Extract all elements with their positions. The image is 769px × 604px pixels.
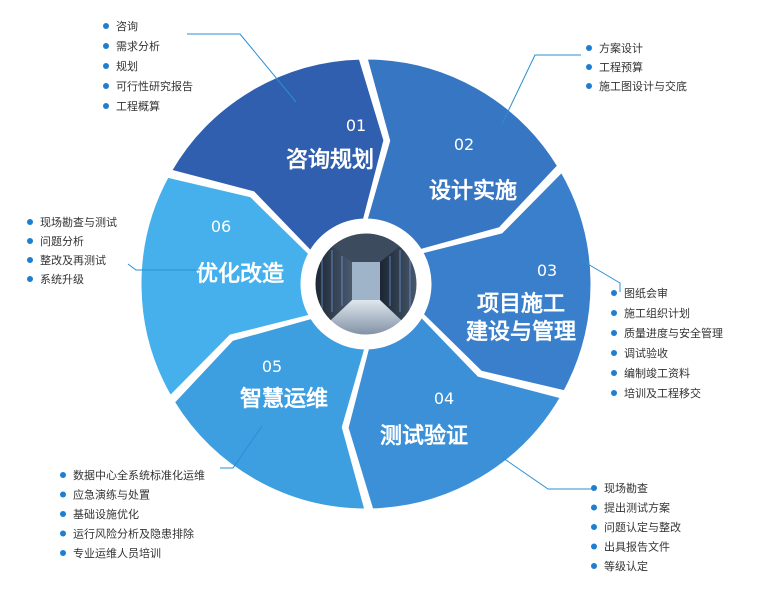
leader-line-02	[501, 54, 581, 125]
list-item: 问题认定与整改	[604, 520, 681, 534]
leader-line-01	[187, 33, 297, 103]
list-item: 质量进度与安全管理	[624, 326, 723, 340]
segment-06-label: 06 优化改造	[196, 217, 284, 287]
list-item: 需求分析	[116, 39, 160, 53]
bullet-dot-icon	[27, 257, 33, 263]
segment-06-shape	[138, 174, 313, 400]
segment-05-shape	[171, 315, 368, 512]
leader-line-05	[220, 425, 263, 469]
list-item: 系统升级	[40, 273, 84, 286]
list-item: 施工组织计划	[624, 306, 690, 320]
bullet-dot-icon	[103, 83, 109, 89]
leader-line-04	[502, 457, 592, 490]
list-item: 编制竣工资料	[624, 366, 690, 380]
bullet-dot-icon	[591, 485, 597, 491]
list-item: 基础设施优化	[73, 507, 139, 521]
bullet-dot-icon	[103, 63, 109, 69]
bullet-dot-icon	[591, 563, 597, 569]
segment-04-label: 04 测试验证	[380, 389, 468, 449]
segment-04-number: 04	[434, 389, 454, 408]
segment-06-title: 优化改造	[196, 261, 284, 287]
list-item: 运行风险分析及隐患排除	[73, 527, 194, 541]
bullet-dot-icon	[611, 290, 617, 296]
bullet-dot-icon	[611, 390, 617, 396]
segment-01-title: 咨询规划	[286, 147, 374, 173]
bullet-dot-icon	[611, 310, 617, 316]
ring	[138, 56, 594, 512]
bullet-dot-icon	[103, 103, 109, 109]
list-item: 现场勘查与测试	[40, 215, 117, 229]
bullet-dot-icon	[60, 491, 66, 498]
segment-05-label: 05 智慧运维	[240, 357, 328, 412]
list-item: 工程预算	[599, 60, 643, 74]
segment-04-shape	[345, 313, 565, 512]
list-item: 出具报告文件	[604, 540, 670, 554]
leader-line-06	[127, 263, 200, 271]
list-item: 调试验收	[624, 346, 668, 360]
list-item: 专业运维人员培训	[73, 546, 161, 560]
list-item: 规划	[116, 59, 138, 73]
segment-06-number: 06	[211, 217, 231, 236]
segment-03-title-line1: 项目施工	[477, 291, 565, 317]
bullet-dot-icon	[103, 23, 109, 29]
bullet-dot-icon	[27, 219, 33, 225]
segment-02-number: 02	[454, 135, 474, 154]
list-item: 提出测试方案	[604, 501, 670, 515]
segment-04-title: 测试验证	[380, 423, 468, 449]
list-item: 整改及再测试	[40, 253, 106, 267]
bullet-dot-icon	[611, 370, 617, 376]
segment-03-title-line2: 建设与管理	[466, 319, 576, 345]
segment-05-number: 05	[262, 357, 282, 376]
bullet-dot-icon	[591, 504, 597, 511]
leader-line-03	[580, 259, 621, 292]
list-item: 现场勘查	[604, 481, 648, 495]
segment-01-label: 01 咨询规划	[286, 116, 374, 173]
list-item: 等级认定	[604, 559, 648, 573]
segment-01-shape	[167, 56, 387, 255]
bullet-dot-icon	[586, 64, 592, 70]
bullet-dot-icon	[591, 543, 597, 550]
bullet-dot-icon	[60, 530, 66, 537]
list-item: 数据中心全系统标准化运维	[73, 468, 205, 482]
server-room-photo	[310, 228, 422, 340]
bullet-dot-icon	[586, 45, 592, 51]
segment-02-shape	[364, 56, 561, 253]
list-item: 工程概算	[116, 99, 160, 113]
segment-01-number: 01	[346, 116, 366, 135]
list-05-operation: 数据中心全系统标准化运维应急演练与处置基础设施优化运行风险分析及隐患排除专业运维…	[60, 468, 205, 560]
list-item: 方案设计	[599, 41, 643, 55]
bullet-dot-icon	[60, 550, 66, 556]
list-item: 问题分析	[40, 234, 84, 248]
list-item: 咨询	[116, 19, 138, 33]
segment-02-label: 02 设计实施	[429, 135, 517, 204]
segment-02-title: 设计实施	[429, 178, 517, 204]
segment-05-title: 智慧运维	[240, 386, 328, 412]
list-item: 图纸会审	[624, 286, 668, 300]
segment-03-number: 03	[537, 261, 557, 280]
bullet-dot-icon	[60, 472, 66, 478]
bullet-dot-icon	[611, 330, 617, 336]
leader-lines	[127, 33, 621, 490]
list-item: 培训及工程移交	[624, 386, 701, 400]
bullet-dot-icon	[27, 276, 33, 282]
bullet-dot-icon	[611, 350, 617, 356]
segment-03-label: 03 项目施工 建设与管理	[466, 261, 576, 345]
segment-03-shape	[419, 168, 594, 394]
bullet-dot-icon	[103, 43, 109, 49]
list-item: 应急演练与处置	[73, 488, 150, 502]
list-item: 施工图设计与交底	[599, 79, 687, 93]
bullet-dot-icon	[60, 511, 66, 517]
bullet-dot-icon	[27, 238, 33, 244]
bullet-dot-icon	[591, 524, 597, 530]
bullet-dot-icon	[586, 83, 592, 89]
list-item: 可行性研究报告	[116, 79, 193, 93]
